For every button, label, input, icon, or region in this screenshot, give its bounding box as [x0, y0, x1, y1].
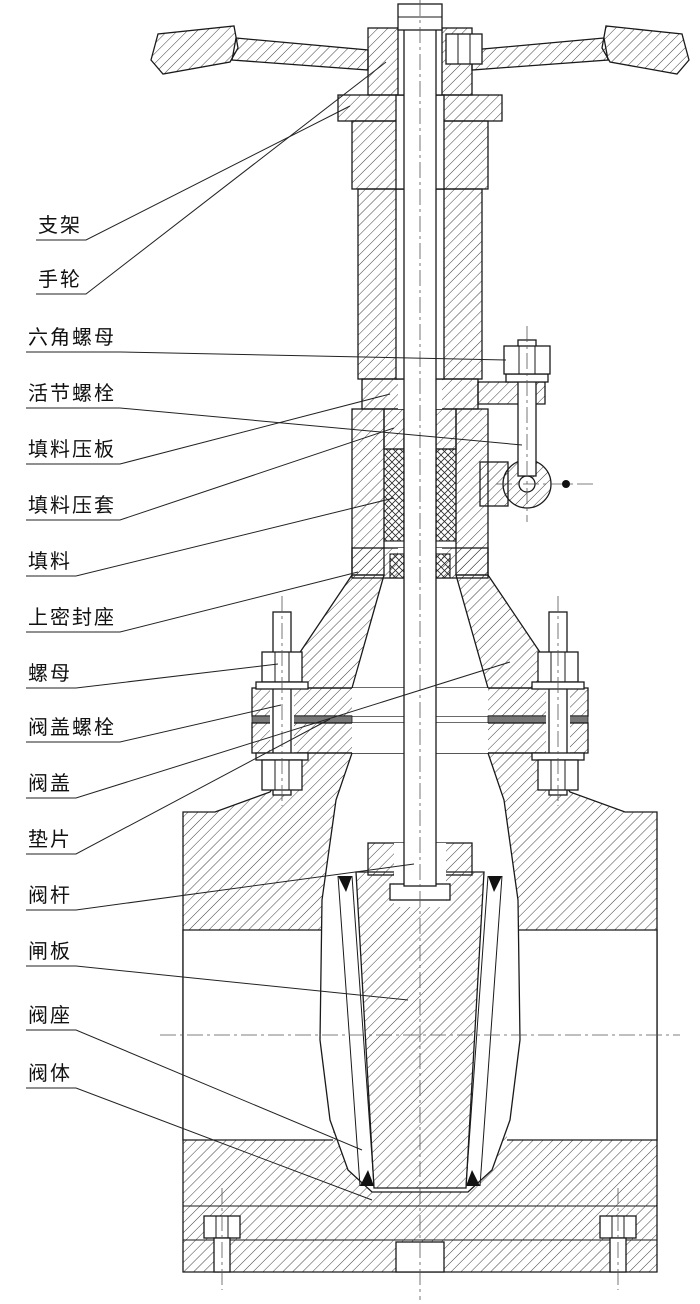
leader-line-handwheel: [36, 61, 387, 295]
stuffing-box: [351, 408, 489, 579]
pivot-axis-dot: [562, 480, 570, 488]
label-nut: 螺母: [28, 663, 72, 685]
label-eye-bolt: 活节螺栓: [28, 383, 116, 405]
label-handwheel: 手轮: [38, 269, 82, 291]
leader-line-bonnet: [26, 661, 511, 799]
leader-line-gland-plate: [26, 393, 391, 465]
leader-line-gate-disc: [26, 965, 409, 1001]
seat-weld-mark: [488, 876, 502, 892]
stem-locknut: [445, 33, 483, 65]
label-packing: 填料: [28, 551, 72, 573]
leader-line-packing: [26, 497, 395, 577]
label-gland-plate: 填料压板: [28, 439, 116, 461]
label-gasket: 垫片: [28, 829, 72, 851]
label-gate-disc: 闸板: [28, 941, 72, 963]
centerlines: [160, 0, 680, 1300]
leader-line-body: [26, 1087, 373, 1201]
seat-weld-mark: [466, 1170, 480, 1186]
leader-line-hex-nut: [26, 351, 507, 361]
label-bonnet: 阀盖: [28, 773, 72, 795]
leader-line-stem: [26, 863, 415, 911]
leader-line-upper-seal-seat: [26, 571, 359, 633]
leader-line-gasket: [26, 718, 331, 855]
leader-line-nut: [26, 663, 279, 689]
label-stem: 阀杆: [28, 885, 72, 907]
leader-line-bonnet-bolt: [26, 704, 282, 743]
leader-line-bracket: [36, 105, 351, 241]
seat-weld-mark: [338, 876, 352, 892]
label-gland-sleeve: 填料压套: [28, 495, 116, 517]
label-seat: 阀座: [28, 1005, 72, 1027]
leader-line-eye-bolt: [26, 407, 523, 446]
leader-line-seat: [26, 1029, 363, 1151]
label-bracket: 支架: [38, 215, 82, 237]
label-upper-seal-seat: 上密封座: [28, 607, 116, 629]
label-body: 阀体: [28, 1063, 72, 1085]
label-hex-nut: 六角螺母: [28, 327, 116, 349]
label-bonnet-bolt: 阀盖螺栓: [28, 717, 116, 739]
seat-weld-mark: [360, 1170, 374, 1186]
leader-line-gland-sleeve: [26, 427, 395, 521]
